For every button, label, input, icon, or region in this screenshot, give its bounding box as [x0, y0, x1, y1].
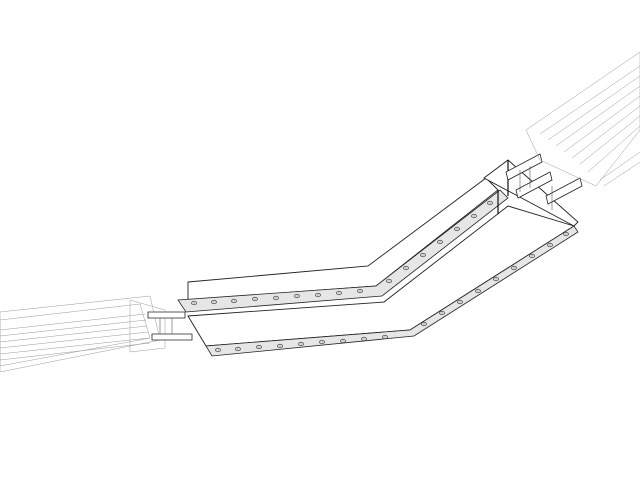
left-connector	[147, 311, 193, 341]
bottom-flange-holes	[215, 231, 569, 353]
right-connector	[505, 153, 583, 210]
right-straight-profile	[525, 51, 640, 187]
left-straight-profile	[0, 295, 166, 373]
corner-channel	[177, 159, 579, 357]
top-flange-holes	[191, 200, 493, 306]
